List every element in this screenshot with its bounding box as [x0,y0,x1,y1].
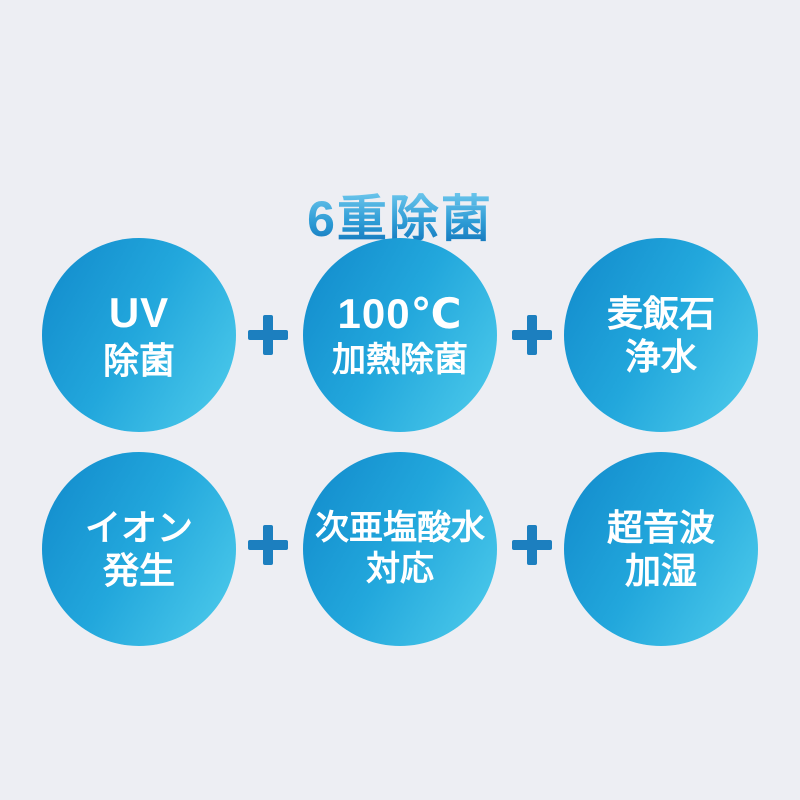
plus-icon [512,315,552,355]
feature-label-line1: 100℃ [337,290,463,338]
feature-label-line1: UV [108,289,170,337]
feature-circle-heat-sterilization: 100℃ 加熱除菌 [303,238,497,432]
feature-label-line1: 超音波 [606,506,715,548]
feature-circle-ultrasonic-humidification: 超音波 加湿 [564,452,758,646]
feature-circle-ion-generation: イオン 発生 [42,452,236,646]
plus-icon [248,525,288,565]
feature-label-line2: 浄水 [624,336,697,377]
plus-icon [512,525,552,565]
feature-label-line1: 次亜塩酸水 [315,509,485,548]
feature-label-line2: 発生 [102,550,175,591]
feature-label-line1: イオン [84,506,193,548]
plus-icon [248,315,288,355]
feature-label-line2: 加湿 [624,550,697,591]
feature-label-line1: 麦飯石 [606,292,715,334]
feature-label-line2: 加熱除菌 [332,340,468,379]
page-title: 6重除菌 [0,191,800,247]
feature-label-line2: 除菌 [102,339,175,381]
feature-circle-hypochlorous-water: 次亜塩酸水 対応 [303,452,497,646]
feature-circle-uv-sterilization: UV 除菌 [42,238,236,432]
feature-circle-maifan-purification: 麦飯石 浄水 [564,238,758,432]
feature-label-line2: 対応 [366,550,434,588]
